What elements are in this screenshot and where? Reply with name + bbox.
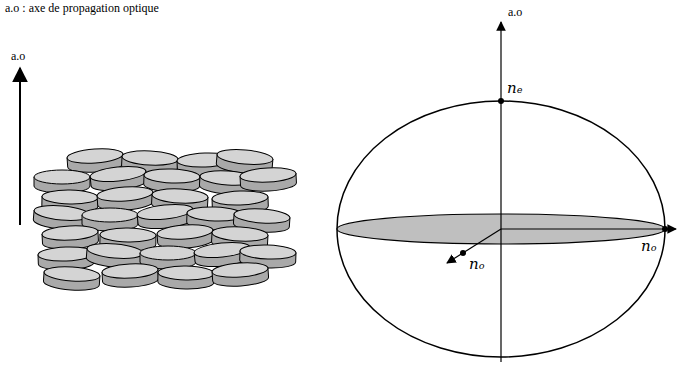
disk-top <box>216 148 273 167</box>
disk-top <box>152 188 209 205</box>
caption-note: a.o : axe de propagation optique <box>5 2 159 15</box>
disk-top <box>240 244 296 260</box>
disk-top <box>42 190 98 205</box>
index-label: nₒ <box>468 256 485 273</box>
disk <box>43 265 100 292</box>
axis-point <box>662 226 668 232</box>
disk-stack <box>33 147 297 292</box>
disk-top <box>136 202 193 222</box>
disk <box>212 261 269 288</box>
disk-top <box>100 228 156 243</box>
axis-point <box>498 98 504 104</box>
optical-axis-arrow <box>19 68 21 225</box>
disk-top <box>86 242 143 261</box>
disk <box>240 167 297 193</box>
disk-top <box>158 266 214 281</box>
disk-top <box>67 147 124 165</box>
disk-top <box>34 170 90 184</box>
disk <box>34 170 90 193</box>
vertical-axis <box>500 22 501 362</box>
axis-point <box>460 250 466 256</box>
disk-top <box>212 261 269 279</box>
disk-top <box>140 246 196 260</box>
disk <box>102 263 159 289</box>
disk-top <box>240 167 297 184</box>
axis-label: a.o <box>11 50 25 63</box>
disk-top <box>38 246 94 262</box>
disk-top <box>89 164 146 184</box>
disk-top <box>157 223 214 241</box>
horizontal-axis <box>501 228 676 229</box>
disk-top <box>212 190 268 206</box>
disk-top <box>97 185 154 203</box>
axis-label: a.o <box>508 6 522 19</box>
disk-top <box>44 265 101 283</box>
disk-top <box>144 168 200 184</box>
disk <box>158 266 214 290</box>
disk-top <box>102 263 159 280</box>
disk-top <box>122 150 179 167</box>
disk-top <box>212 226 269 243</box>
disk-top <box>42 225 99 242</box>
index-label: nₒ <box>640 238 657 255</box>
disk-top <box>234 207 291 225</box>
disk-top <box>82 208 138 222</box>
index-label: nₑ <box>506 80 523 97</box>
